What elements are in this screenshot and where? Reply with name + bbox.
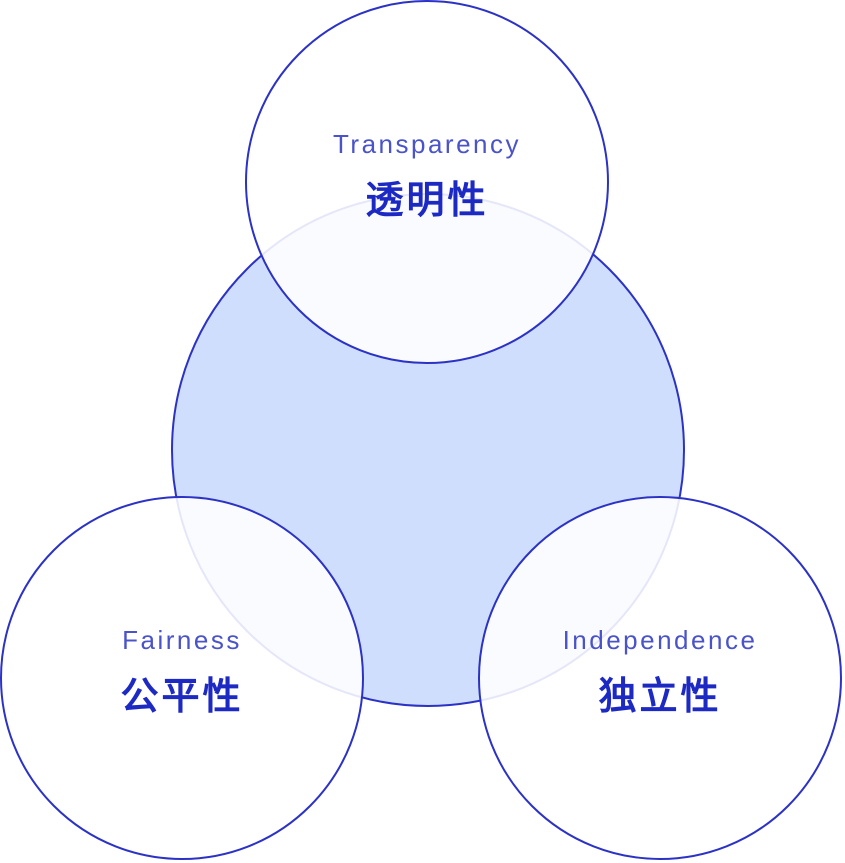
- circle-transparency: Transparency 透明性: [245, 0, 609, 364]
- fairness-labels: Fairness 公平性: [120, 625, 243, 720]
- fairness-label-ja: 公平性: [120, 675, 244, 718]
- transparency-label-ja: 透明性: [365, 179, 489, 222]
- circle-independence: Independence 独立性: [478, 496, 842, 860]
- fairness-label-en: Fairness: [122, 624, 242, 655]
- transparency-labels: Transparency 透明性: [333, 129, 521, 224]
- independence-label-en: Independence: [562, 624, 758, 655]
- independence-labels: Independence 独立性: [563, 625, 758, 720]
- circle-fairness: Fairness 公平性: [0, 496, 364, 860]
- transparency-label-en: Transparency: [333, 128, 521, 159]
- independence-label-ja: 独立性: [598, 675, 722, 718]
